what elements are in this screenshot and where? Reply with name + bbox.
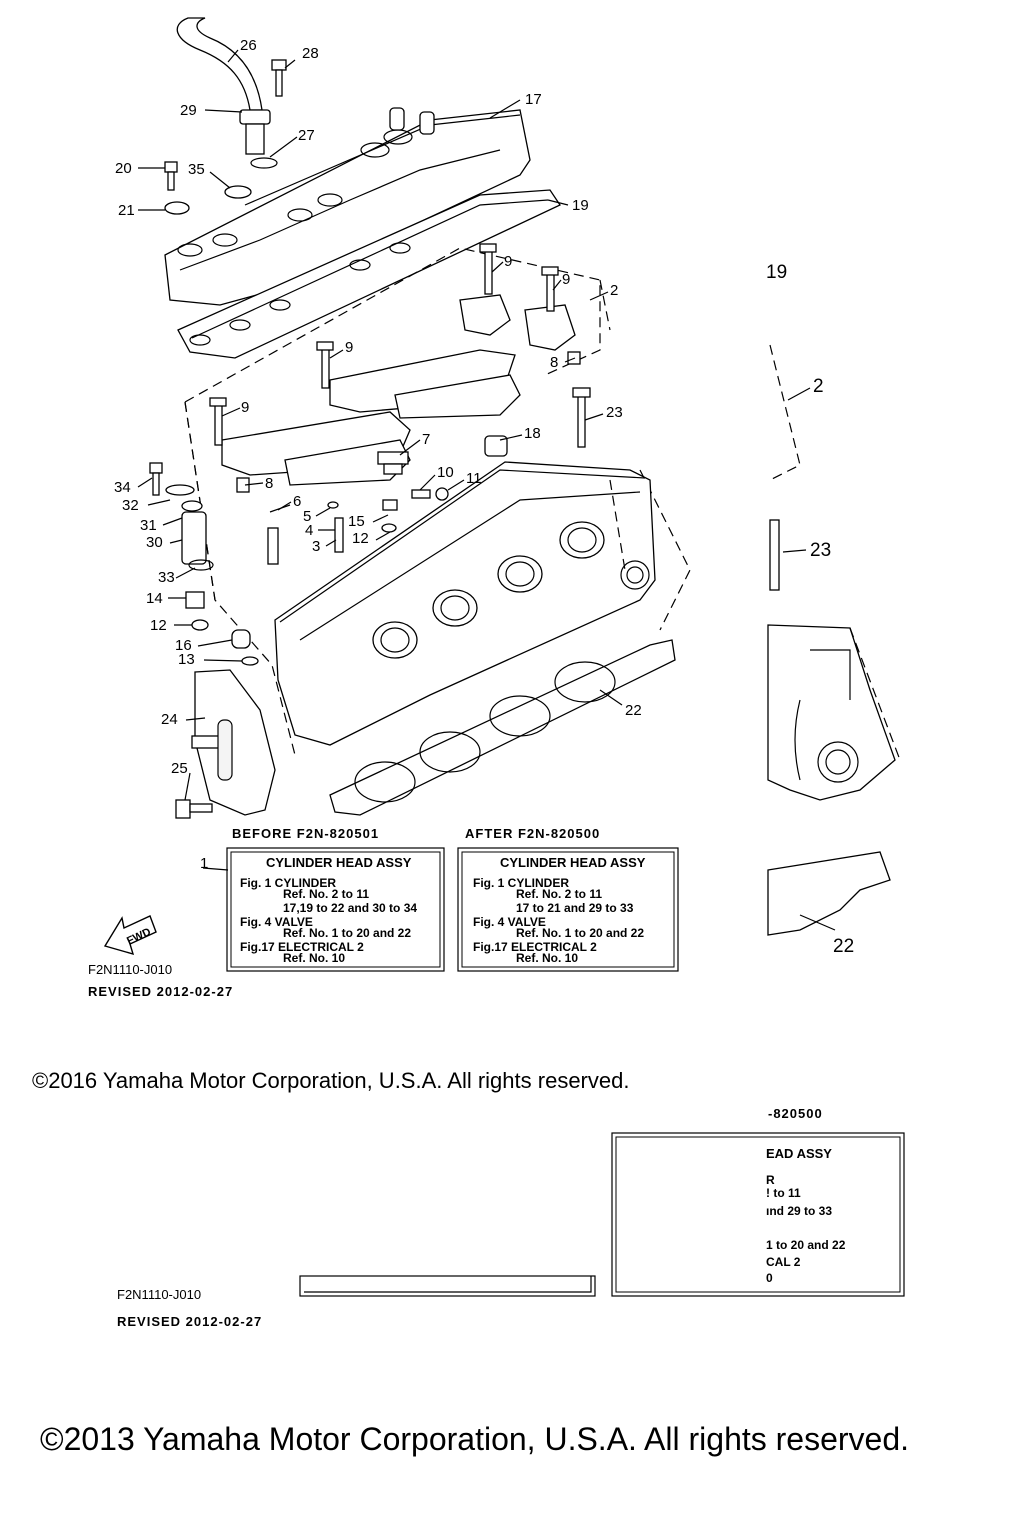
callout-33: 33 [158, 569, 175, 586]
after-line-4: Ref. No. 1 to 20 and 22 [516, 926, 644, 940]
before-title: CYLINDER HEAD ASSY [266, 855, 412, 870]
after-title: CYLINDER HEAD ASSY [500, 855, 646, 870]
after-line-6: Ref. No. 10 [516, 951, 578, 965]
callout-22-ghost: 22 [833, 936, 854, 957]
exploded-view [149, 17, 691, 819]
after-line-3: Fig. 4 VALVE [473, 915, 546, 929]
callout-9c: 9 [345, 339, 353, 356]
ghost-line-5: 0 [766, 1271, 773, 1285]
callout-20: 20 [115, 160, 132, 177]
before-line-1: Ref. No. 2 to 11 [283, 887, 369, 901]
callout-12b: 12 [150, 617, 167, 634]
callout-23-ghost: 23 [810, 540, 831, 561]
intake-ports [372, 521, 605, 659]
ghost-revised: REVISED 2012-02-27 [117, 1314, 262, 1329]
callout-22: 22 [625, 702, 642, 719]
callout-25: 25 [171, 760, 188, 777]
callout-15: 15 [348, 513, 365, 530]
callout-17: 17 [525, 91, 542, 108]
ghost-line-0: R [766, 1173, 775, 1187]
revised-date: REVISED 2012-02-27 [88, 984, 233, 999]
callout-8b: 8 [265, 475, 273, 492]
callout-3: 3 [312, 538, 320, 555]
before-box: BEFORE F2N-820501 1 CYLINDER HEAD ASSY F… [200, 826, 445, 972]
ghost-line-2: ınd 29 to 33 [766, 1204, 832, 1218]
callout-7: 7 [422, 431, 430, 448]
leader-lines [137, 49, 623, 871]
callout-9a: 9 [504, 253, 512, 270]
callout-32: 32 [122, 497, 139, 514]
ghost-lower-section: -820500 EAD ASSY R ! to 11 ınd 29 to 33 … [117, 1106, 905, 1329]
diagram-code: F2N1110-J010 [88, 962, 172, 977]
callout-2-ghost: 2 [813, 376, 824, 397]
callout-9d: 9 [241, 399, 249, 416]
ghost-line-1: ! to 11 [766, 1186, 801, 1200]
callout-19-ghost: 19 [766, 262, 787, 283]
after-box: AFTER F2N-820500 CYLINDER HEAD ASSY Fig.… [457, 826, 679, 972]
callout-16: 16 [175, 637, 192, 654]
after-line-0: Fig. 1 CYLINDER [473, 876, 569, 890]
copyright-2013: ©2013 Yamaha Motor Corporation, U.S.A. A… [40, 1421, 909, 1457]
before-line-0: Fig. 1 CYLINDER [240, 876, 336, 890]
callout-6: 6 [293, 493, 301, 510]
before-line-4: Ref. No. 1 to 20 and 22 [283, 926, 411, 940]
ghost-diagram-code: F2N1110-J010 [117, 1287, 201, 1302]
callout-24: 24 [161, 711, 178, 728]
callout-23: 23 [606, 404, 623, 421]
after-heading: AFTER F2N-820500 [465, 826, 600, 841]
callout-9b: 9 [562, 271, 570, 288]
callout-8a: 8 [550, 354, 558, 371]
callout-13: 13 [178, 651, 195, 668]
ghost-heading: -820500 [768, 1106, 823, 1121]
before-line-5: Fig.17 ELECTRICAL 2 [240, 940, 364, 954]
callout-31: 31 [140, 517, 157, 534]
copyright-2016: ©2016 Yamaha Motor Corporation, U.S.A. A… [32, 1068, 629, 1093]
callout-28: 28 [302, 45, 319, 62]
after-line-1: Ref. No. 2 to 11 [516, 887, 602, 901]
ghost-line-3: 1 to 20 and 22 [766, 1238, 846, 1252]
callout-2: 2 [610, 282, 618, 299]
before-line-2: 17,19 to 22 and 30 to 34 [283, 901, 417, 915]
callout-10: 10 [437, 464, 454, 481]
before-line-6: Ref. No. 10 [283, 951, 345, 965]
fwd-arrow-icon: FWD [103, 915, 157, 956]
callout-26: 26 [240, 37, 257, 54]
ghost-line-4: CAL 2 [766, 1255, 801, 1269]
callout-12a: 12 [352, 530, 369, 547]
callout-34: 34 [114, 479, 131, 496]
callout-19: 19 [572, 197, 589, 214]
callout-21: 21 [118, 202, 135, 219]
callout-4: 4 [305, 522, 313, 539]
callout-35: 35 [188, 161, 205, 178]
callout-11: 11 [466, 470, 482, 487]
ghost-title: EAD ASSY [766, 1146, 832, 1161]
callout-27: 27 [298, 127, 315, 144]
callout-14: 14 [146, 590, 163, 607]
callout-5: 5 [303, 508, 311, 525]
ghost-enlarged-diagram [767, 344, 901, 936]
callout-18: 18 [524, 425, 541, 442]
after-line-2: 17 to 21 and 29 to 33 [516, 901, 634, 915]
box-ref-1: 1 [200, 855, 208, 872]
callout-30: 30 [146, 534, 163, 551]
before-heading: BEFORE F2N-820501 [232, 826, 379, 841]
callout-numbers: 26 28 29 27 17 20 35 21 19 9 9 2 9 8 9 7… [114, 37, 854, 957]
after-line-5: Fig.17 ELECTRICAL 2 [473, 940, 597, 954]
callout-29: 29 [180, 102, 197, 119]
before-line-3: Fig. 4 VALVE [240, 915, 313, 929]
